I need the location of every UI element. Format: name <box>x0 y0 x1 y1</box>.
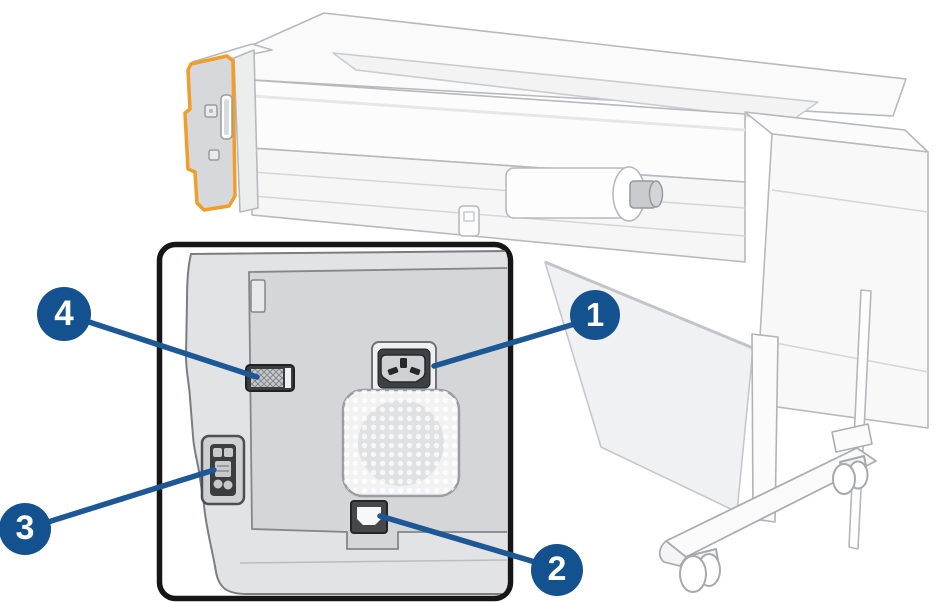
inset-detail-box <box>156 241 514 602</box>
power-socket <box>371 341 437 395</box>
caster-right <box>832 455 869 495</box>
callout-line-2 <box>377 513 538 565</box>
callout-4-badge: 4 <box>37 287 91 341</box>
orange-highlight-panel <box>183 54 237 212</box>
callout-3-number: 3 <box>15 509 35 547</box>
callout-2-badge: 2 <box>531 544 583 596</box>
vent-grille <box>245 364 295 392</box>
paper-roll <box>505 166 664 222</box>
side-connector-panel <box>200 434 246 506</box>
callout-1-badge: 1 <box>570 290 620 340</box>
callout-2-number: 2 <box>547 550 567 588</box>
callout-1-number: 1 <box>585 295 605 333</box>
callout-line-4 <box>86 319 260 380</box>
callout-line-1 <box>431 320 581 369</box>
caster-left <box>679 548 721 593</box>
stand-leg <box>751 333 779 523</box>
strut-bracket <box>831 423 873 453</box>
callout-line-3 <box>45 467 217 525</box>
callout-3-badge: 3 <box>0 503 51 555</box>
callout-4-number: 4 <box>54 293 74 333</box>
connector-panel <box>184 249 507 595</box>
fan-vent <box>341 388 461 498</box>
left-end-cap <box>183 43 273 213</box>
right-supplies-box <box>744 111 929 429</box>
